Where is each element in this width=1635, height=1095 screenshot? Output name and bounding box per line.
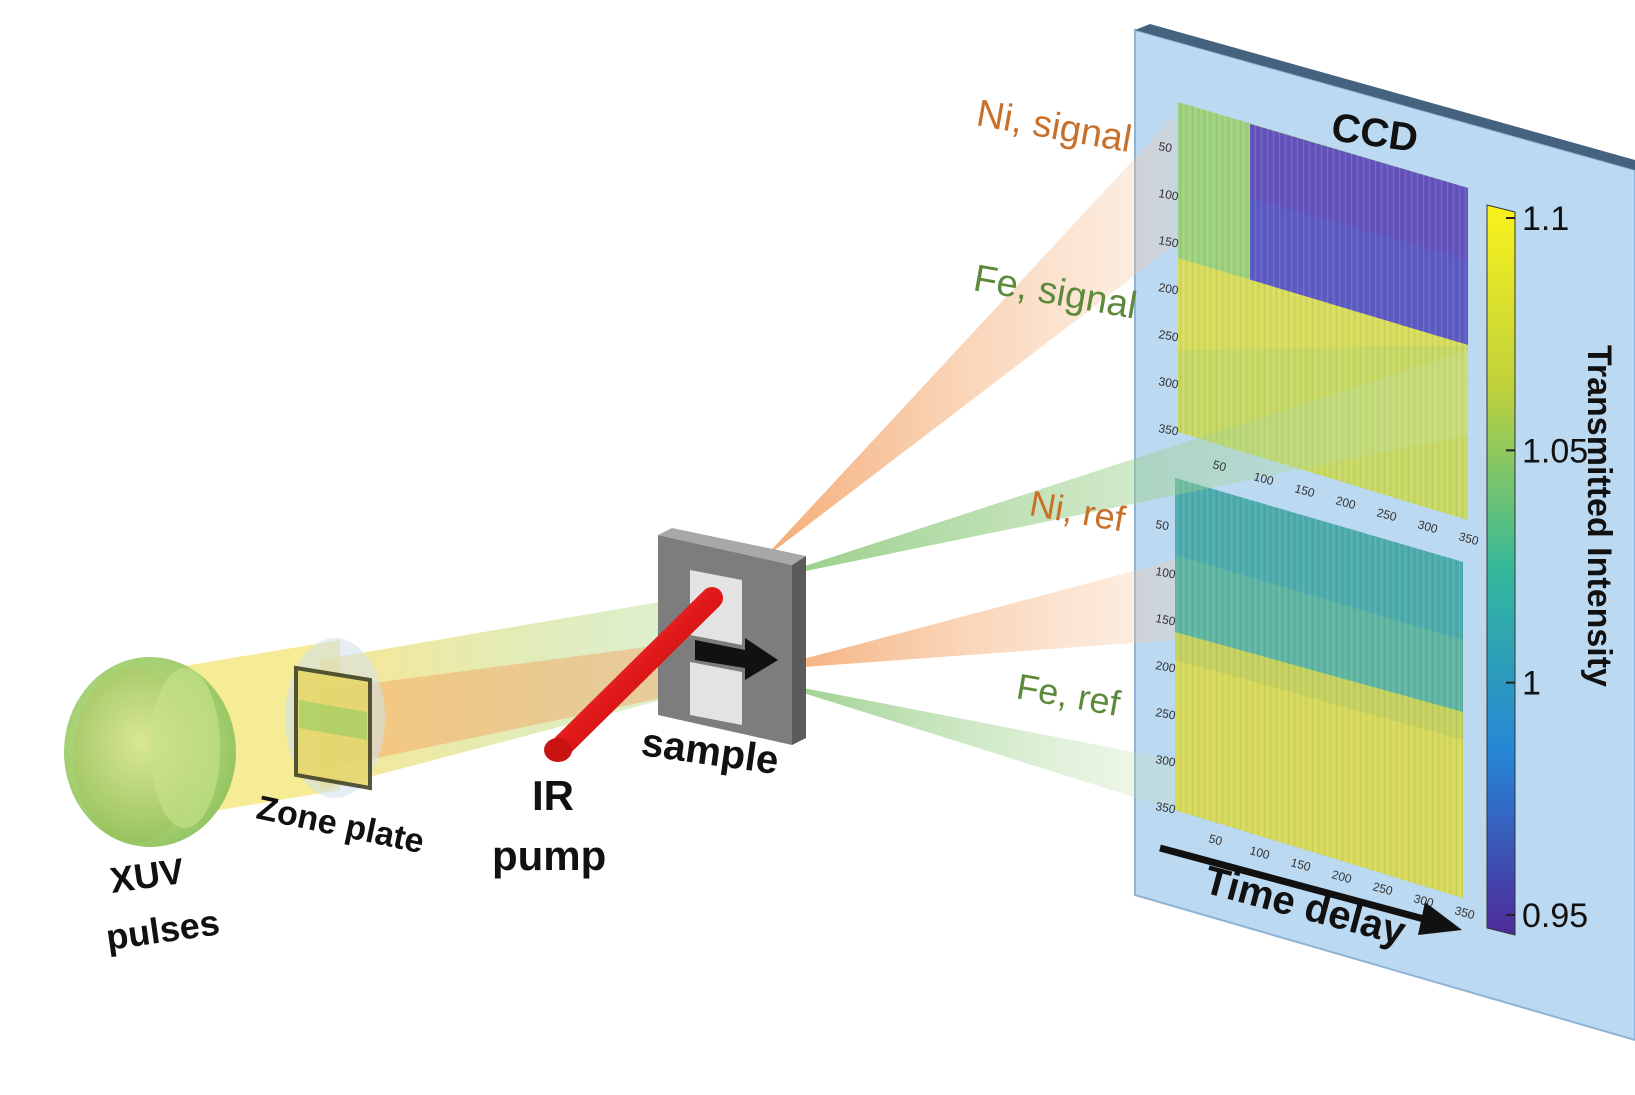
ccd-panel-edge: [1135, 24, 1635, 170]
axis-tick-top-x: 50: [1211, 457, 1228, 474]
axis-tick-bottom-y: 250: [1154, 705, 1176, 722]
axis-tick-bottom-x: 50: [1207, 831, 1224, 848]
axis-tick-top-y: 100: [1157, 186, 1179, 203]
beam-fe-ref: [762, 680, 1175, 810]
axis-tick-top-y: 50: [1157, 139, 1173, 155]
colorbar: [1486, 204, 1516, 936]
axis-tick-top-y: 350: [1157, 421, 1179, 438]
output-beams: [762, 115, 1468, 810]
colorbar-tick-label: 1.05: [1522, 432, 1588, 470]
axis-tick-top-y: 300: [1157, 374, 1179, 391]
ccd-image-ref: [1175, 478, 1463, 898]
label-transmitted-intensity: Transmitted Intensity: [1580, 345, 1618, 687]
axis-tick-top-y: 200: [1157, 280, 1179, 297]
axis-tick-bottom-y: 150: [1154, 611, 1176, 628]
axis-tick-bottom-y: 50: [1154, 517, 1170, 533]
ir-pump-beam: [544, 587, 723, 762]
axis-tick-top-y: 150: [1157, 233, 1179, 250]
label-pulses: pulses: [103, 901, 222, 957]
sample-translation-arrow: [695, 638, 778, 680]
axis-tick-top-y: 250: [1157, 327, 1179, 344]
label-fe-ref: Fe, ref: [1014, 666, 1125, 725]
label-pump: pump: [492, 832, 606, 879]
axis-tick-top-x: 250: [1375, 505, 1398, 524]
label-ni-signal: Ni, signal: [973, 93, 1134, 162]
beam-ni-ref: [762, 560, 1175, 670]
axis-tick-top-x: 100: [1252, 469, 1275, 488]
label-xuv: XUV: [107, 850, 186, 901]
axis-tick-top-x: 300: [1416, 517, 1439, 536]
colorbar-tick-label: 1: [1522, 665, 1541, 703]
beam-fe-signal: [762, 350, 1468, 580]
xuv-source: [64, 657, 236, 847]
label-ir: IR: [532, 772, 574, 819]
label-zone-plate: Zone plate: [253, 789, 427, 862]
colorbar-tick-label: 1.1: [1522, 200, 1569, 238]
axis-tick-top-x: 200: [1334, 493, 1357, 512]
image-axis-ticks: 50 100 150 200 250 300 350 50 100 150 200 250 300 350…: [1154, 139, 1480, 922]
beam-ni-signal: [762, 115, 1175, 560]
axis-tick-bottom-y: 200: [1154, 658, 1176, 675]
axis-tick-bottom-x: 100: [1248, 843, 1271, 862]
sample-window-ref: [690, 662, 742, 725]
axis-tick-bottom-x: 200: [1330, 867, 1353, 886]
zone-plate: [285, 638, 385, 798]
axis-tick-bottom-y: 300: [1154, 752, 1176, 769]
axis-tick-bottom-y: 350: [1154, 799, 1176, 816]
axis-tick-top-x: 150: [1293, 481, 1316, 500]
axis-tick-bottom-y: 100: [1154, 564, 1176, 581]
time-delay-arrow: [1159, 844, 1462, 935]
sample-holder: [658, 528, 806, 745]
axis-tick-bottom-x: 350: [1453, 903, 1476, 922]
colorbar-ticks: 1.1 1.05 1 0.95: [1506, 200, 1588, 935]
axis-tick-bottom-x: 300: [1412, 891, 1435, 910]
axis-tick-top-x: 350: [1457, 529, 1480, 548]
axis-tick-bottom-x: 150: [1289, 855, 1312, 874]
axis-tick-bottom-x: 250: [1371, 879, 1394, 898]
colorbar-tick-label: 0.95: [1522, 897, 1588, 935]
